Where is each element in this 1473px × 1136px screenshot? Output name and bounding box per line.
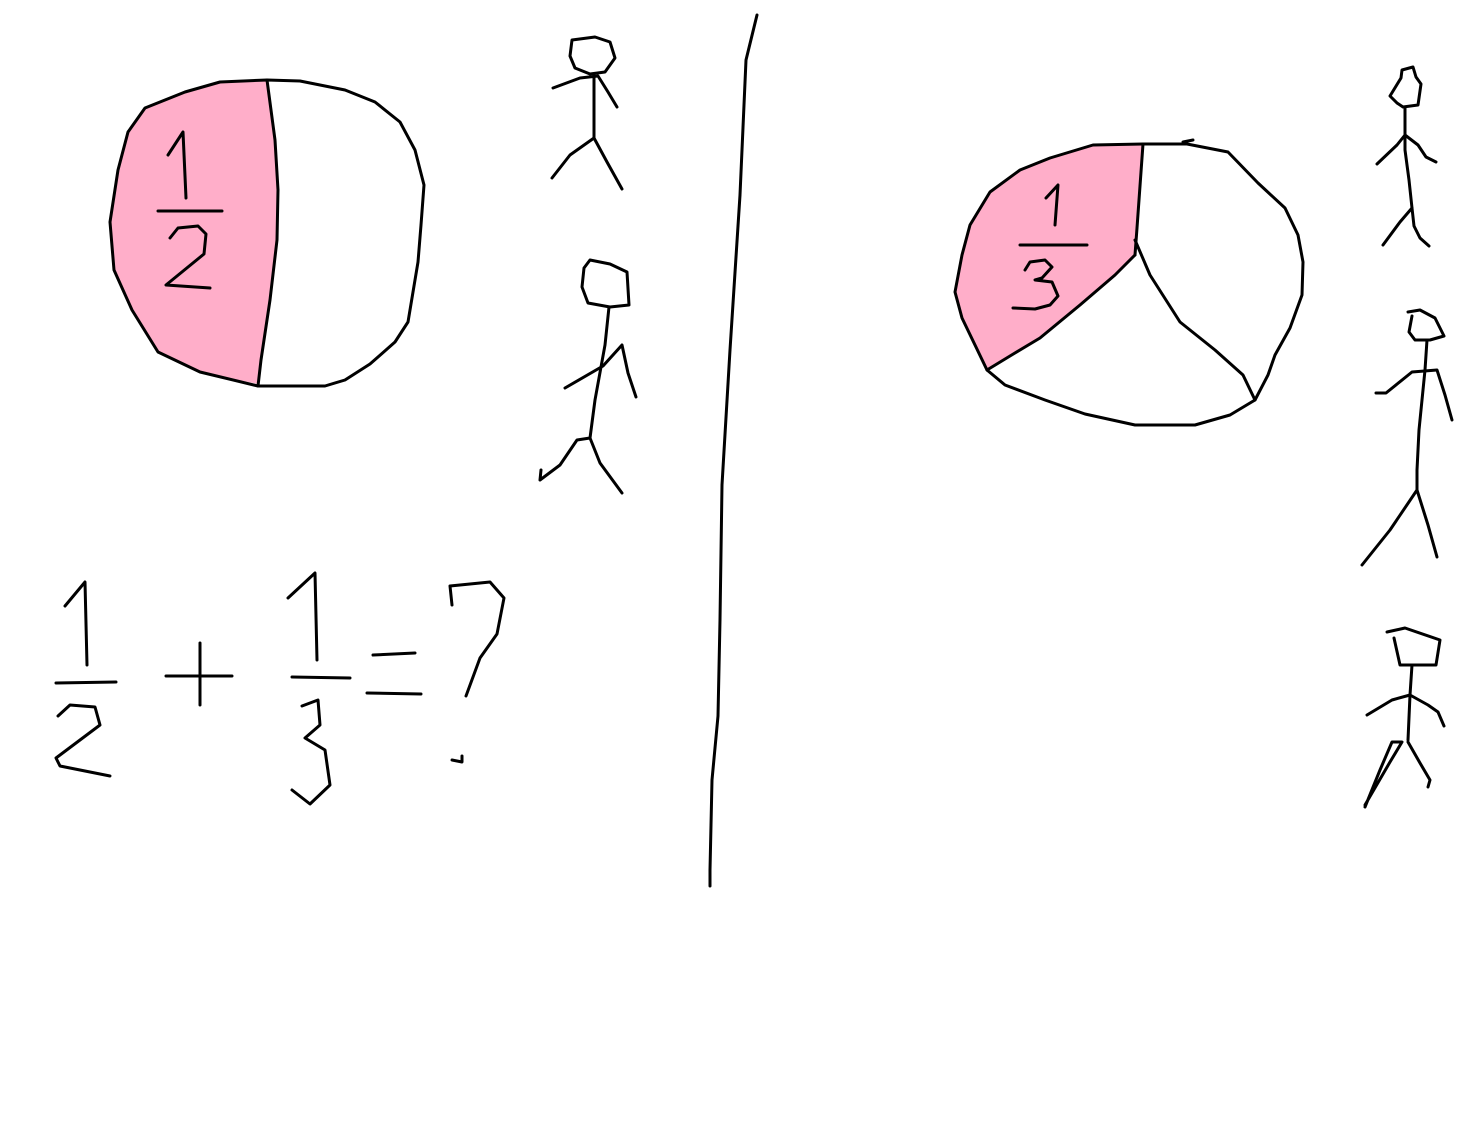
third-circle-shaded-third xyxy=(955,144,1143,370)
half-circle-outline xyxy=(108,78,426,388)
person-arms xyxy=(1375,133,1438,166)
third-label-numerator-1 xyxy=(1044,183,1060,227)
equation-term1 xyxy=(54,580,118,778)
right-people-group xyxy=(1360,65,1454,809)
person-right-3 xyxy=(1363,626,1446,809)
half-circle-diagram xyxy=(108,78,426,388)
person-arms xyxy=(1365,693,1446,728)
person-legs xyxy=(1363,740,1432,809)
third-circle-diagram xyxy=(953,138,1305,427)
person-head xyxy=(1388,65,1423,109)
person-right-1 xyxy=(1375,65,1438,248)
person-body xyxy=(588,305,611,440)
equation-equals xyxy=(365,651,423,696)
person-legs xyxy=(1360,488,1439,567)
left-people-group xyxy=(538,35,638,495)
half-circle-label xyxy=(156,130,224,290)
term1-fraction-bar xyxy=(54,680,118,685)
equation-plus xyxy=(164,641,234,707)
person-right-2 xyxy=(1360,308,1454,567)
term1-denominator-2 xyxy=(54,703,112,778)
person-legs xyxy=(1381,206,1431,248)
term2-numerator-1 xyxy=(286,571,319,662)
person-head xyxy=(580,258,631,309)
third-circle-outline xyxy=(953,138,1305,427)
person-head xyxy=(1406,308,1446,342)
half-circle-divider xyxy=(256,78,280,388)
third-circle-divider-2 xyxy=(985,253,1137,372)
term2-denominator-3 xyxy=(290,698,332,806)
half-label-denominator-2 xyxy=(164,224,212,290)
person-body xyxy=(1403,105,1414,210)
person-head xyxy=(568,35,617,76)
person-arms xyxy=(551,74,619,109)
person-body xyxy=(1406,663,1414,742)
term1-numerator-1 xyxy=(63,580,89,667)
person-left-2 xyxy=(538,258,638,495)
third-circle-label xyxy=(1011,183,1089,311)
divider-line xyxy=(708,13,759,888)
person-legs xyxy=(538,436,624,495)
third-label-denominator-3 xyxy=(1011,258,1060,311)
person-head xyxy=(1385,626,1442,667)
third-circle-divider-1 xyxy=(1133,142,1145,257)
person-arms xyxy=(1374,368,1454,422)
half-circle-shaded-half xyxy=(110,80,278,384)
half-label-numerator-1 xyxy=(166,130,188,200)
equation xyxy=(54,571,506,806)
term2-fraction-bar xyxy=(290,675,352,680)
person-body xyxy=(1415,338,1429,492)
person-arms xyxy=(563,343,638,399)
equation-term2 xyxy=(286,571,352,806)
equation-question-mark xyxy=(448,580,506,764)
person-legs xyxy=(550,136,624,191)
third-circle-divider-3 xyxy=(1133,238,1257,402)
person-left-1 xyxy=(550,35,624,191)
